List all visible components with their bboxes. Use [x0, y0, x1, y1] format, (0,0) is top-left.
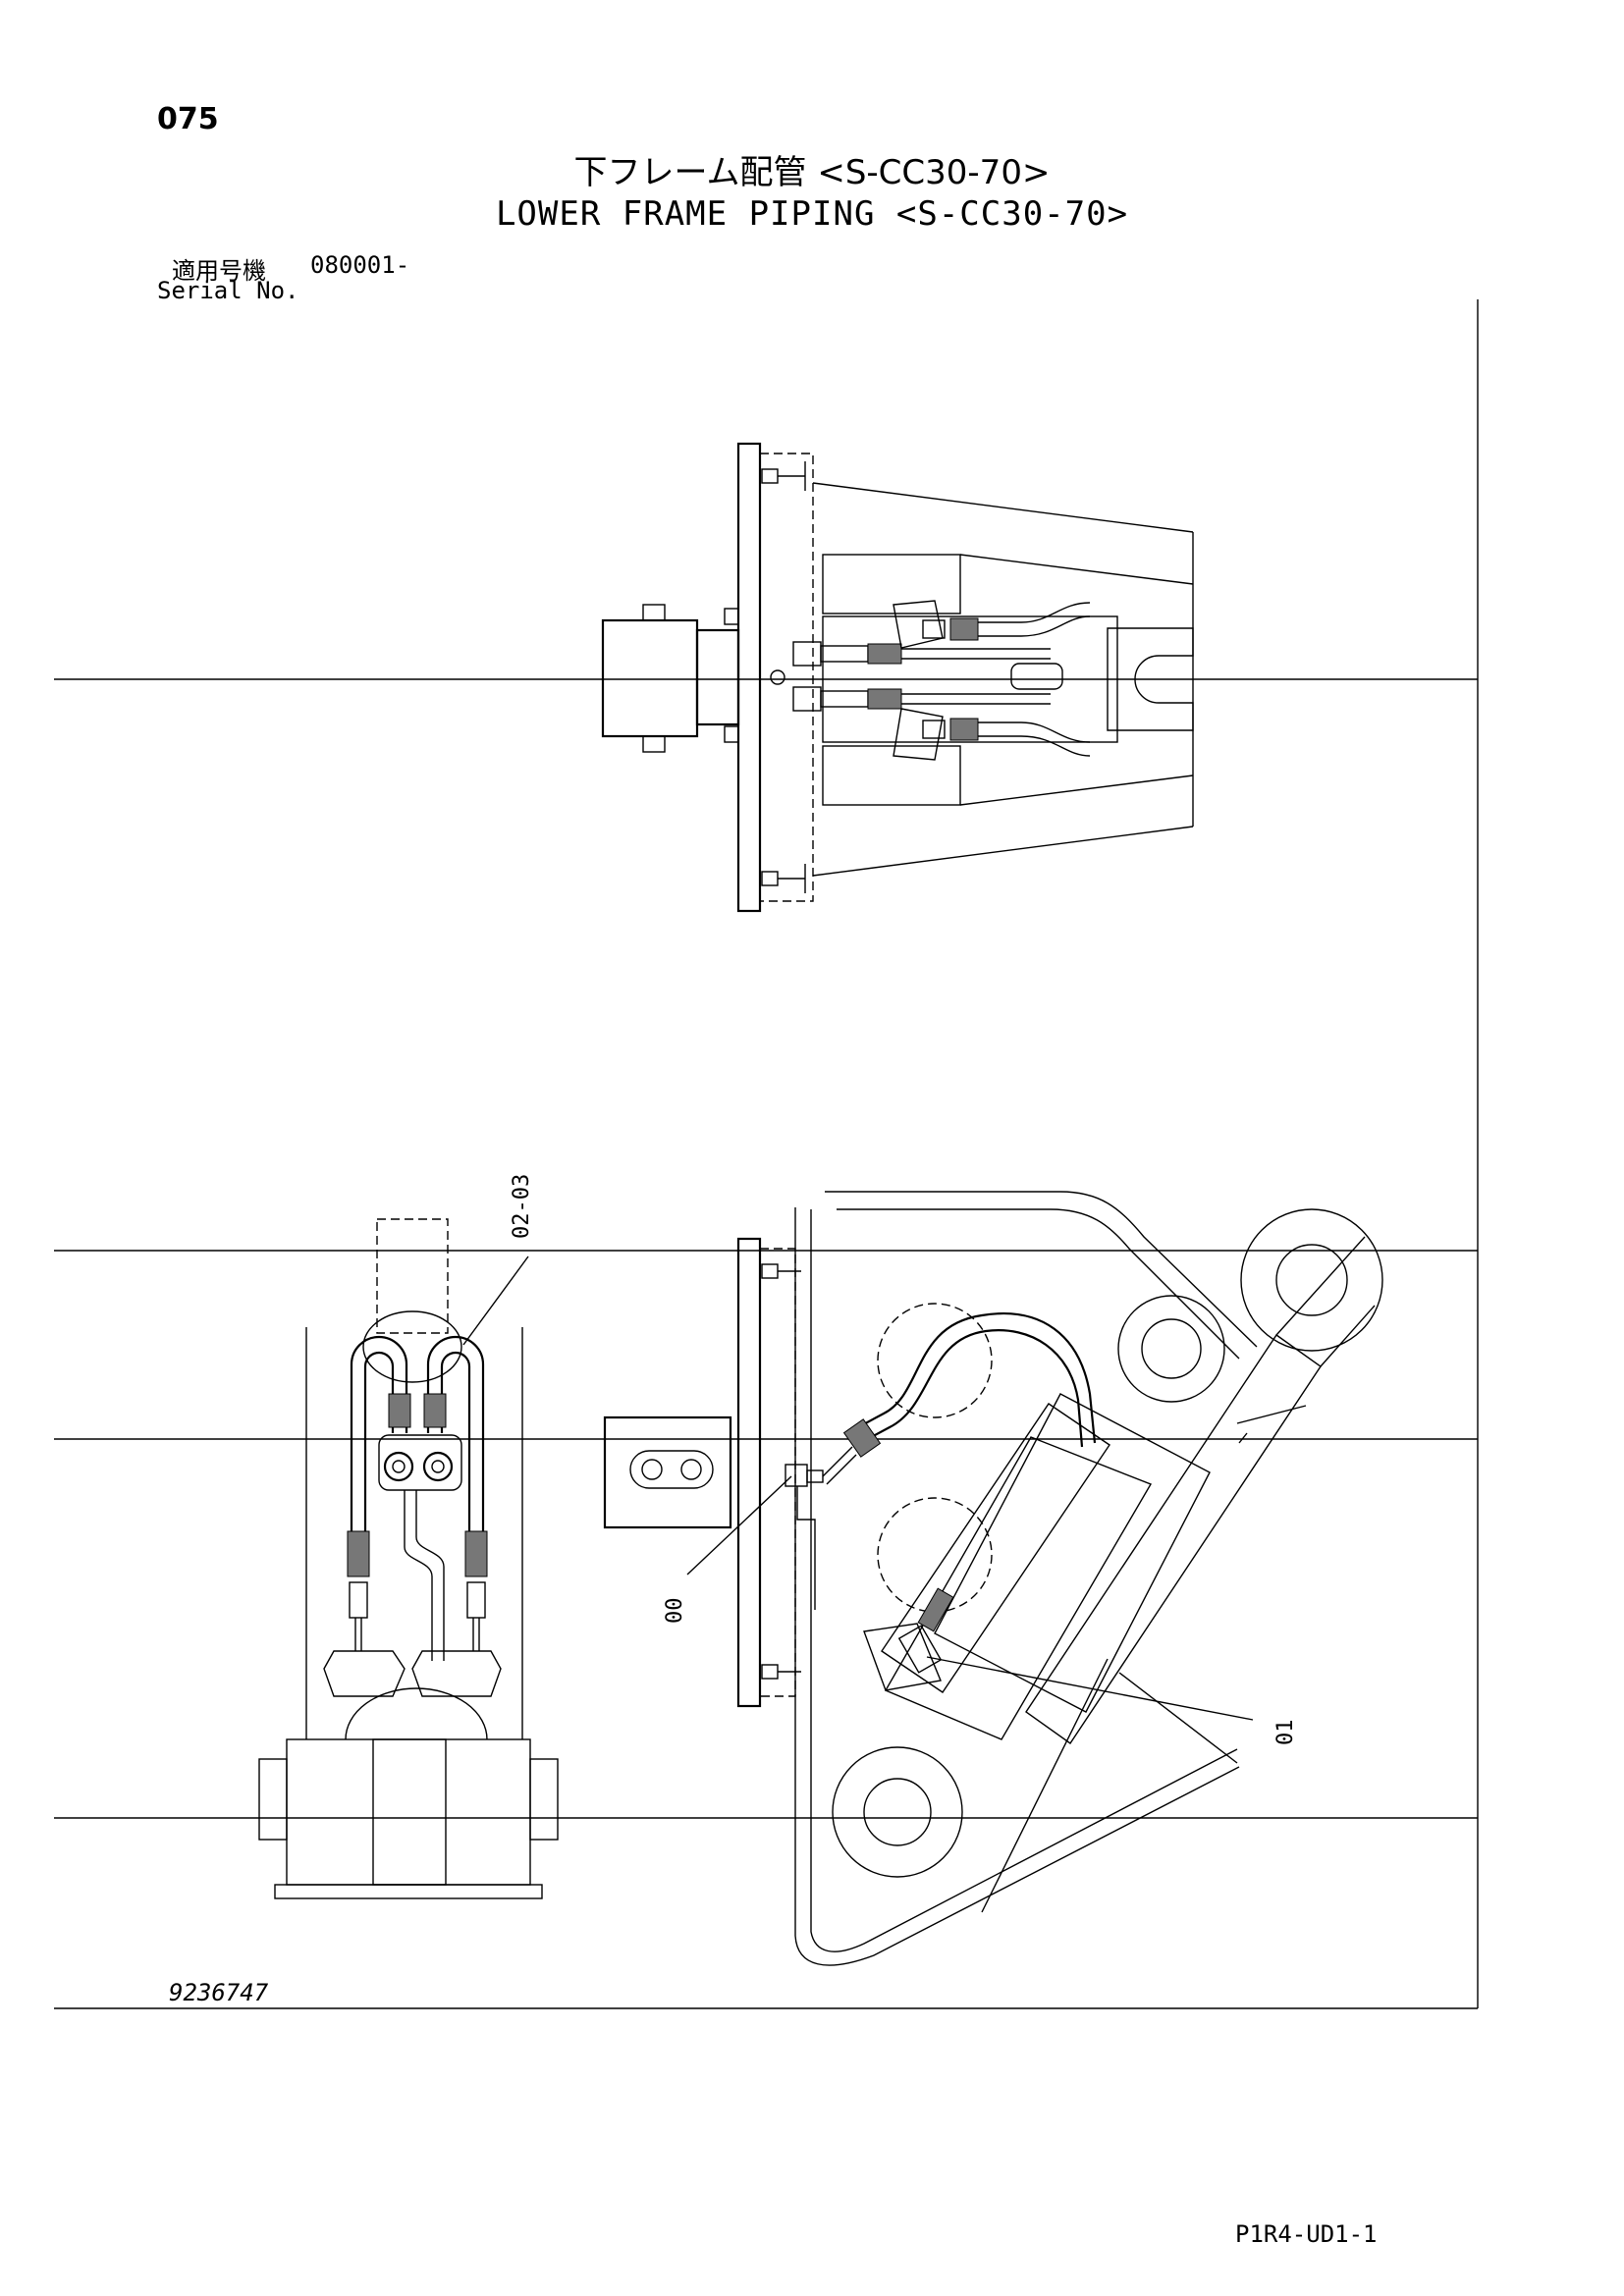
serial-number-value: 080001-	[310, 251, 410, 279]
top-view-assembly	[601, 442, 1194, 913]
page-number: 075	[157, 102, 219, 136]
frame-lines	[54, 299, 1479, 2009]
serial-label-english: Serial No.	[157, 277, 299, 304]
front-view-assembly	[258, 1218, 559, 1899]
document-code: P1R4-UD1-1	[1235, 2220, 1378, 2248]
serial-label-japanese: 適用号機	[172, 257, 266, 285]
page-title-english: LOWER FRAME PIPING <S-CC30-70>	[495, 194, 1129, 234]
callout-01: 01	[1273, 1720, 1298, 1746]
callout-02-03: 02-03	[510, 1174, 534, 1239]
callout-00: 00	[663, 1598, 687, 1625]
side-view-assembly	[603, 1191, 1383, 1966]
page-title-japanese: 下フレーム配管 <S-CC30-70>	[573, 153, 1051, 192]
drawing-number: 9236747	[169, 1979, 269, 2006]
